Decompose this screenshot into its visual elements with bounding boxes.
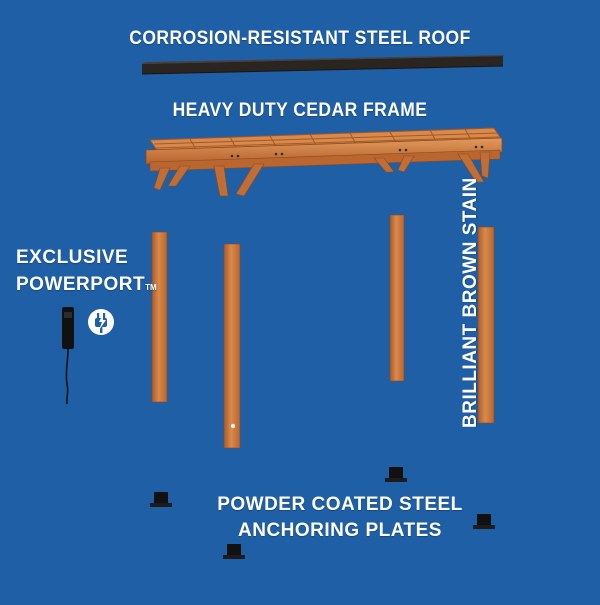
powerport-label-line2: POWERPORTTM xyxy=(16,271,157,301)
steel-roof-panel xyxy=(141,55,505,75)
trademark-mark: TM xyxy=(145,283,157,292)
anchoring-plate xyxy=(385,467,407,482)
anchoring-plates-label: POWDER COATED STEEL ANCHORING PLATES xyxy=(215,492,465,544)
cedar-frame xyxy=(145,127,503,197)
anchoring-plate xyxy=(473,514,495,529)
cedar-post-front-right xyxy=(477,226,495,424)
plates-label-line2: ANCHORING PLATES xyxy=(238,520,442,541)
powerport-label: EXCLUSIVE POWERPORTTM xyxy=(16,244,157,301)
anchoring-plate xyxy=(150,492,172,507)
plates-label-line1: POWDER COATED STEEL xyxy=(217,494,463,515)
frame-label: HEAVY DUTY CEDAR FRAME xyxy=(172,100,428,121)
roof-label: CORROSION-RESISTANT STEEL ROOF xyxy=(129,28,471,49)
anchoring-plate xyxy=(223,544,245,559)
cedar-post-front-center xyxy=(223,243,241,449)
cedar-post-back-right xyxy=(389,214,405,382)
stain-label: BRILLIANT BROWN STAIN xyxy=(460,177,481,428)
powerport-label-name: POWERPORT xyxy=(16,274,146,295)
powerport-label-line1: EXCLUSIVE xyxy=(16,247,129,268)
powerport-device xyxy=(62,307,74,405)
power-plug-icon xyxy=(88,309,114,335)
cedar-post-front-left xyxy=(151,231,168,403)
